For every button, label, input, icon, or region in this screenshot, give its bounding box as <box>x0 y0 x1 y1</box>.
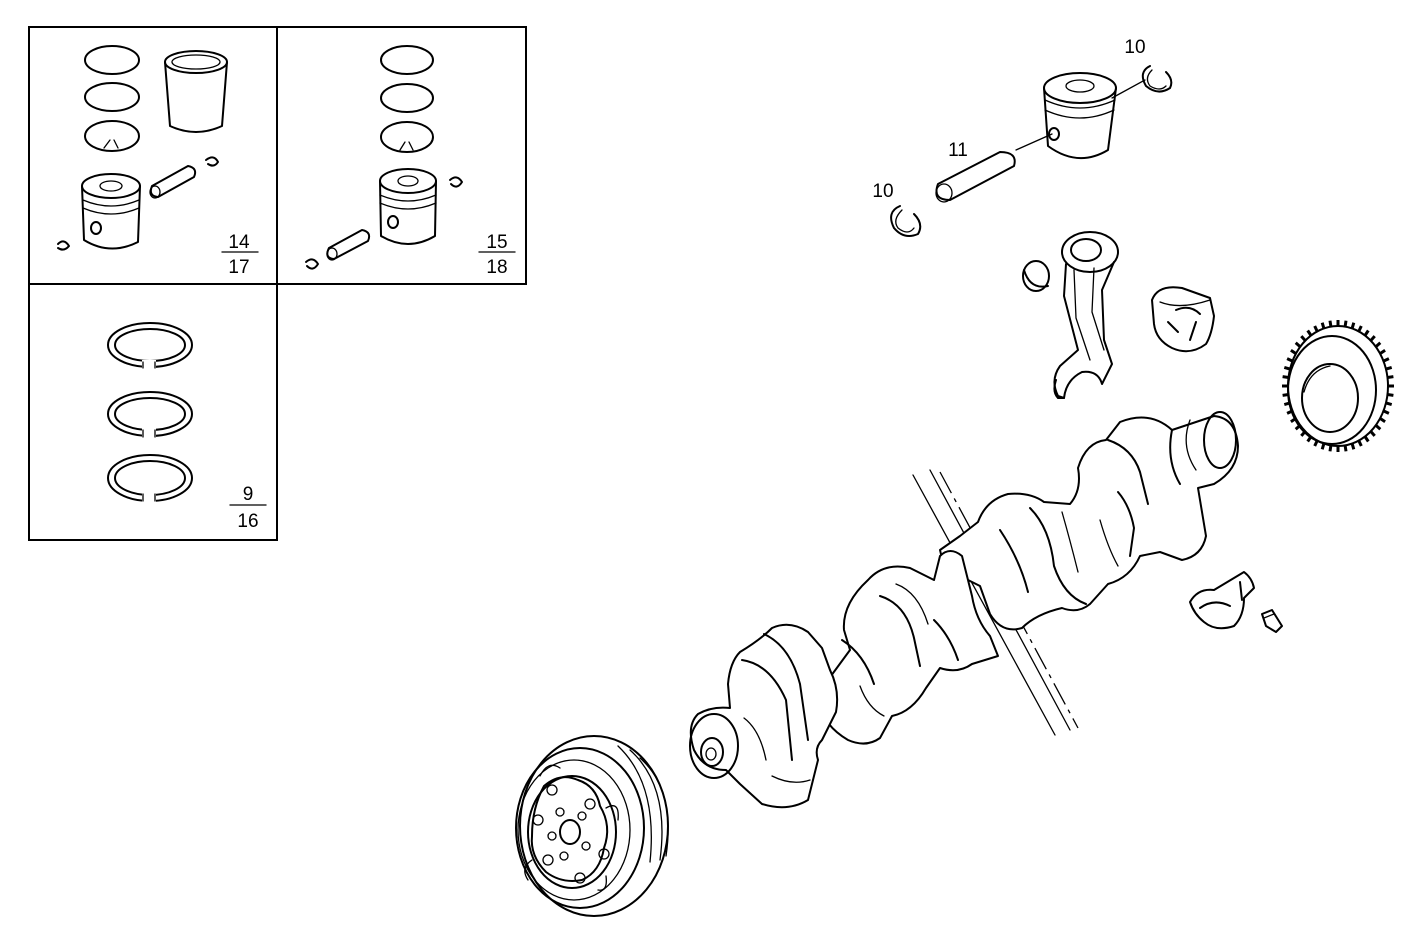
gear-tooth <box>1382 409 1390 415</box>
gear-tooth <box>1387 375 1394 379</box>
circlip-icon <box>205 156 219 167</box>
gear-tooth <box>1343 320 1348 327</box>
gear-tooth <box>1350 322 1356 329</box>
gear-tooth <box>1328 445 1333 452</box>
gear-tooth <box>1357 439 1363 447</box>
callout-piston-pin: 11 <box>948 140 968 161</box>
piston-ring-icon <box>380 45 434 153</box>
gear-tooth <box>1379 417 1386 423</box>
gear-tooth <box>1300 335 1307 342</box>
piston-icon <box>379 168 437 245</box>
gear-tooth <box>1379 349 1386 355</box>
kit-a-top-number: 14 <box>228 232 250 253</box>
pulley-icon <box>515 735 669 917</box>
piston-icon <box>1043 72 1117 160</box>
bearing-shell-icon <box>1151 286 1215 353</box>
kit-b-bottom-number: 18 <box>486 257 507 278</box>
gear-tooth <box>1306 329 1313 337</box>
kit-box-c[interactable]: 9 16 <box>28 283 278 541</box>
gear-tooth <box>1357 325 1363 333</box>
piston-pin-icon <box>149 165 197 199</box>
kit-c-top-number: 9 <box>243 484 254 505</box>
gear-tooth <box>1385 401 1393 407</box>
circlip-icon <box>449 176 463 188</box>
gear-tooth <box>1382 357 1390 363</box>
gear-tooth <box>1290 349 1297 355</box>
connecting-rod-icon <box>1053 231 1119 399</box>
circlip-icon <box>305 258 319 270</box>
callout-circlip-top: 10 <box>1124 37 1145 58</box>
gear-icon <box>1282 320 1394 452</box>
gear-tooth <box>1343 445 1348 452</box>
kit-b-top-number: 15 <box>486 232 507 253</box>
kit-box-b[interactable]: 15 18 <box>276 26 527 285</box>
gear-tooth <box>1363 435 1370 443</box>
gear-tooth <box>1320 322 1326 329</box>
gear-tooth <box>1369 430 1376 437</box>
gear-tooth <box>1294 341 1302 348</box>
gear-tooth <box>1283 365 1291 371</box>
gear-tooth <box>1286 357 1294 363</box>
kit-box-c-frame <box>28 283 278 541</box>
gear-tooth <box>1313 325 1319 333</box>
gear-tooth <box>1328 320 1333 327</box>
piston-icon <box>81 173 141 250</box>
bearing-shell-icon <box>1022 260 1050 292</box>
gear-tooth <box>1363 329 1370 337</box>
gear-tooth <box>1374 341 1382 348</box>
cylinder-liner-icon <box>164 50 228 133</box>
bolt-icon <box>1261 609 1283 633</box>
piston-pin-icon <box>326 229 371 261</box>
piston-ring-icon <box>84 45 140 152</box>
circlip-icon <box>890 205 922 237</box>
gear-tooth <box>1282 375 1289 379</box>
gear-tooth <box>1350 443 1356 450</box>
piston-assembly[interactable]: 10 11 10 <box>872 37 1173 237</box>
bearing-shell-icon <box>1189 571 1255 630</box>
leader-line <box>1015 79 1146 151</box>
piston-ring-icon <box>107 322 193 503</box>
callout-circlip-left: 10 <box>872 181 893 202</box>
kit-c-bottom-number: 16 <box>237 511 258 532</box>
bolt-hole-ring <box>532 784 610 884</box>
gear-tooth <box>1320 443 1326 450</box>
kit-box-b-frame <box>276 26 527 285</box>
gear-tooth <box>1369 335 1376 342</box>
piston-pin-icon <box>935 151 1016 203</box>
gear-tooth <box>1374 424 1382 431</box>
circlip-icon <box>57 240 70 251</box>
gear-tooth <box>1385 365 1393 371</box>
kit-box-a[interactable]: 14 17 <box>28 26 278 285</box>
kit-a-bottom-number: 17 <box>228 257 249 278</box>
crankshaft-icon <box>689 411 1239 809</box>
gear-tooth <box>1387 393 1394 397</box>
circlip-icon <box>1141 65 1173 93</box>
